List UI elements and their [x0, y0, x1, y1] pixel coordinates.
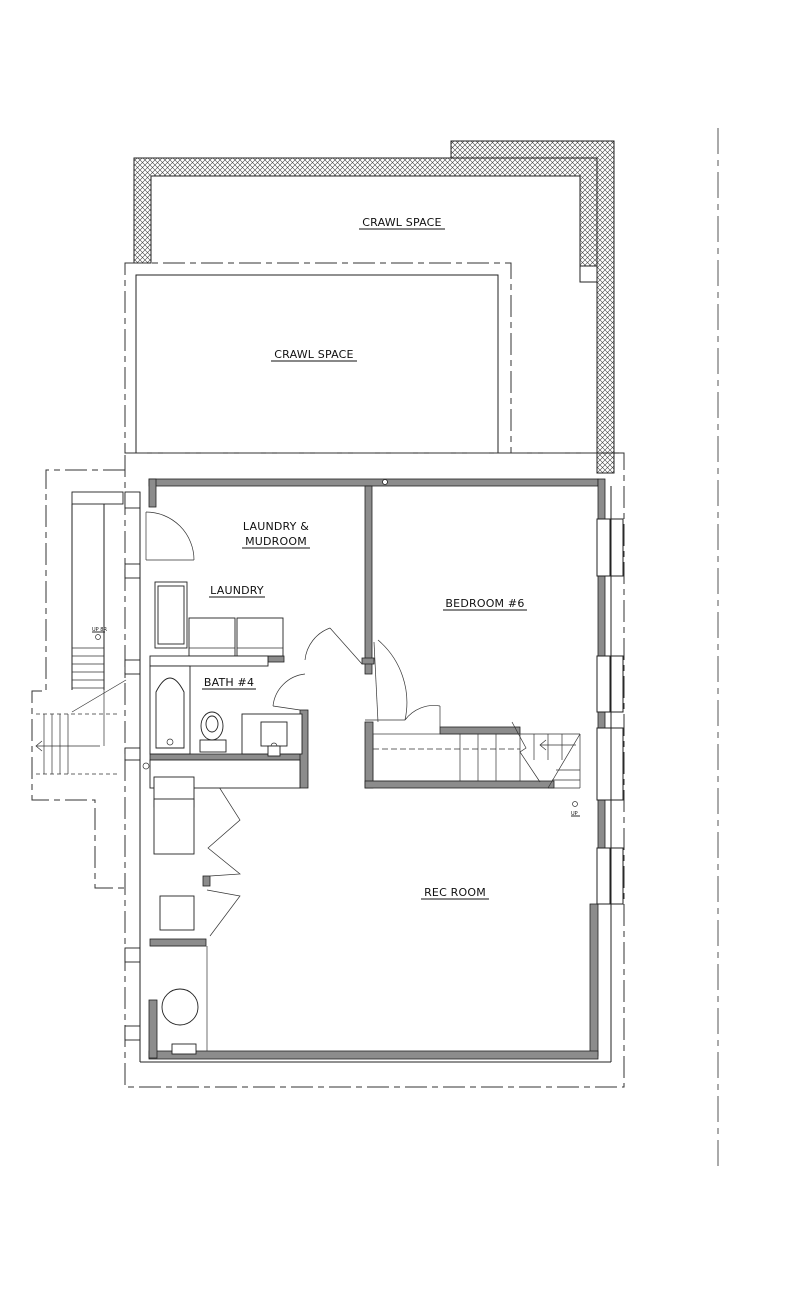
- laundry-label: LAUNDRY: [210, 584, 264, 597]
- water-heater: [161, 988, 199, 1026]
- interior-stairs: [372, 721, 581, 807]
- exterior-stair-outline: [31, 469, 125, 889]
- doors: [145, 511, 441, 1051]
- laundry-appliances: [149, 581, 284, 667]
- rec-room-label: REC ROOM: [424, 886, 486, 899]
- laundry-mudroom-label-line2: MUDROOM: [245, 535, 307, 548]
- left-stair-label: UP 8R: [92, 627, 107, 633]
- crawl-space-foundation-wall: [133, 140, 615, 474]
- bedroom-label: BEDROOM #6: [445, 597, 524, 610]
- main-walls: [148, 478, 606, 1060]
- laundry-mudroom-label-line1: LAUNDRY &: [243, 520, 309, 533]
- storage-fixtures: [150, 776, 206, 1055]
- ceiling-marker: [382, 479, 388, 485]
- exterior-stair-wall: [71, 491, 124, 505]
- left-window-piers: [124, 491, 141, 1062]
- crawl-space-upper-label: CRAWL SPACE: [362, 216, 441, 229]
- right-windows: [140, 486, 624, 1063]
- crawl-space-inner-wall: [133, 157, 598, 452]
- right-stair-label: UP: [571, 811, 578, 817]
- house-outline: [124, 452, 625, 1088]
- exterior-stair-treads: [35, 634, 127, 775]
- crawl-space-lower-label: CRAWL SPACE: [274, 348, 353, 361]
- crawl-space-lower-inner: [135, 274, 499, 454]
- bath-label: BATH #4: [204, 676, 254, 689]
